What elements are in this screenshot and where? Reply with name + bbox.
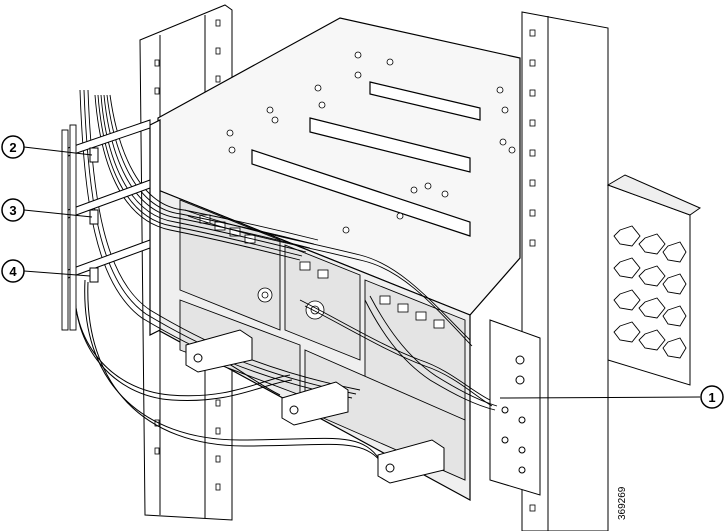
- optical-module-3: [377, 439, 445, 484]
- callout-3-label: 3: [9, 203, 16, 218]
- callout-2: 2: [1, 135, 25, 159]
- chassis-mounting-bracket: [489, 319, 541, 496]
- chassis-top-fastener-holes: [226, 51, 516, 234]
- callout-1-label: 1: [708, 390, 715, 405]
- fan-grille-hexagons: [613, 225, 687, 359]
- cable-routes-lower: [74, 279, 385, 467]
- fiber-cable-bundle: [79, 89, 498, 411]
- callout-leader-lines: [23, 146, 701, 399]
- rack-post-holes-right: [529, 29, 536, 512]
- chassis-top-cover: [157, 17, 521, 316]
- optical-module-1: [185, 329, 253, 373]
- callout-2-label: 2: [9, 140, 16, 155]
- vertical-cable-run: [61, 124, 77, 331]
- callout-3: 3: [1, 198, 25, 222]
- fan-tray-grille: [606, 174, 702, 386]
- optical-module-2: [281, 381, 349, 426]
- callout-4-label: 4: [9, 264, 17, 279]
- callout-1: 1: [700, 385, 724, 409]
- figure-id: 369269: [617, 486, 628, 520]
- callout-4: 4: [1, 259, 25, 283]
